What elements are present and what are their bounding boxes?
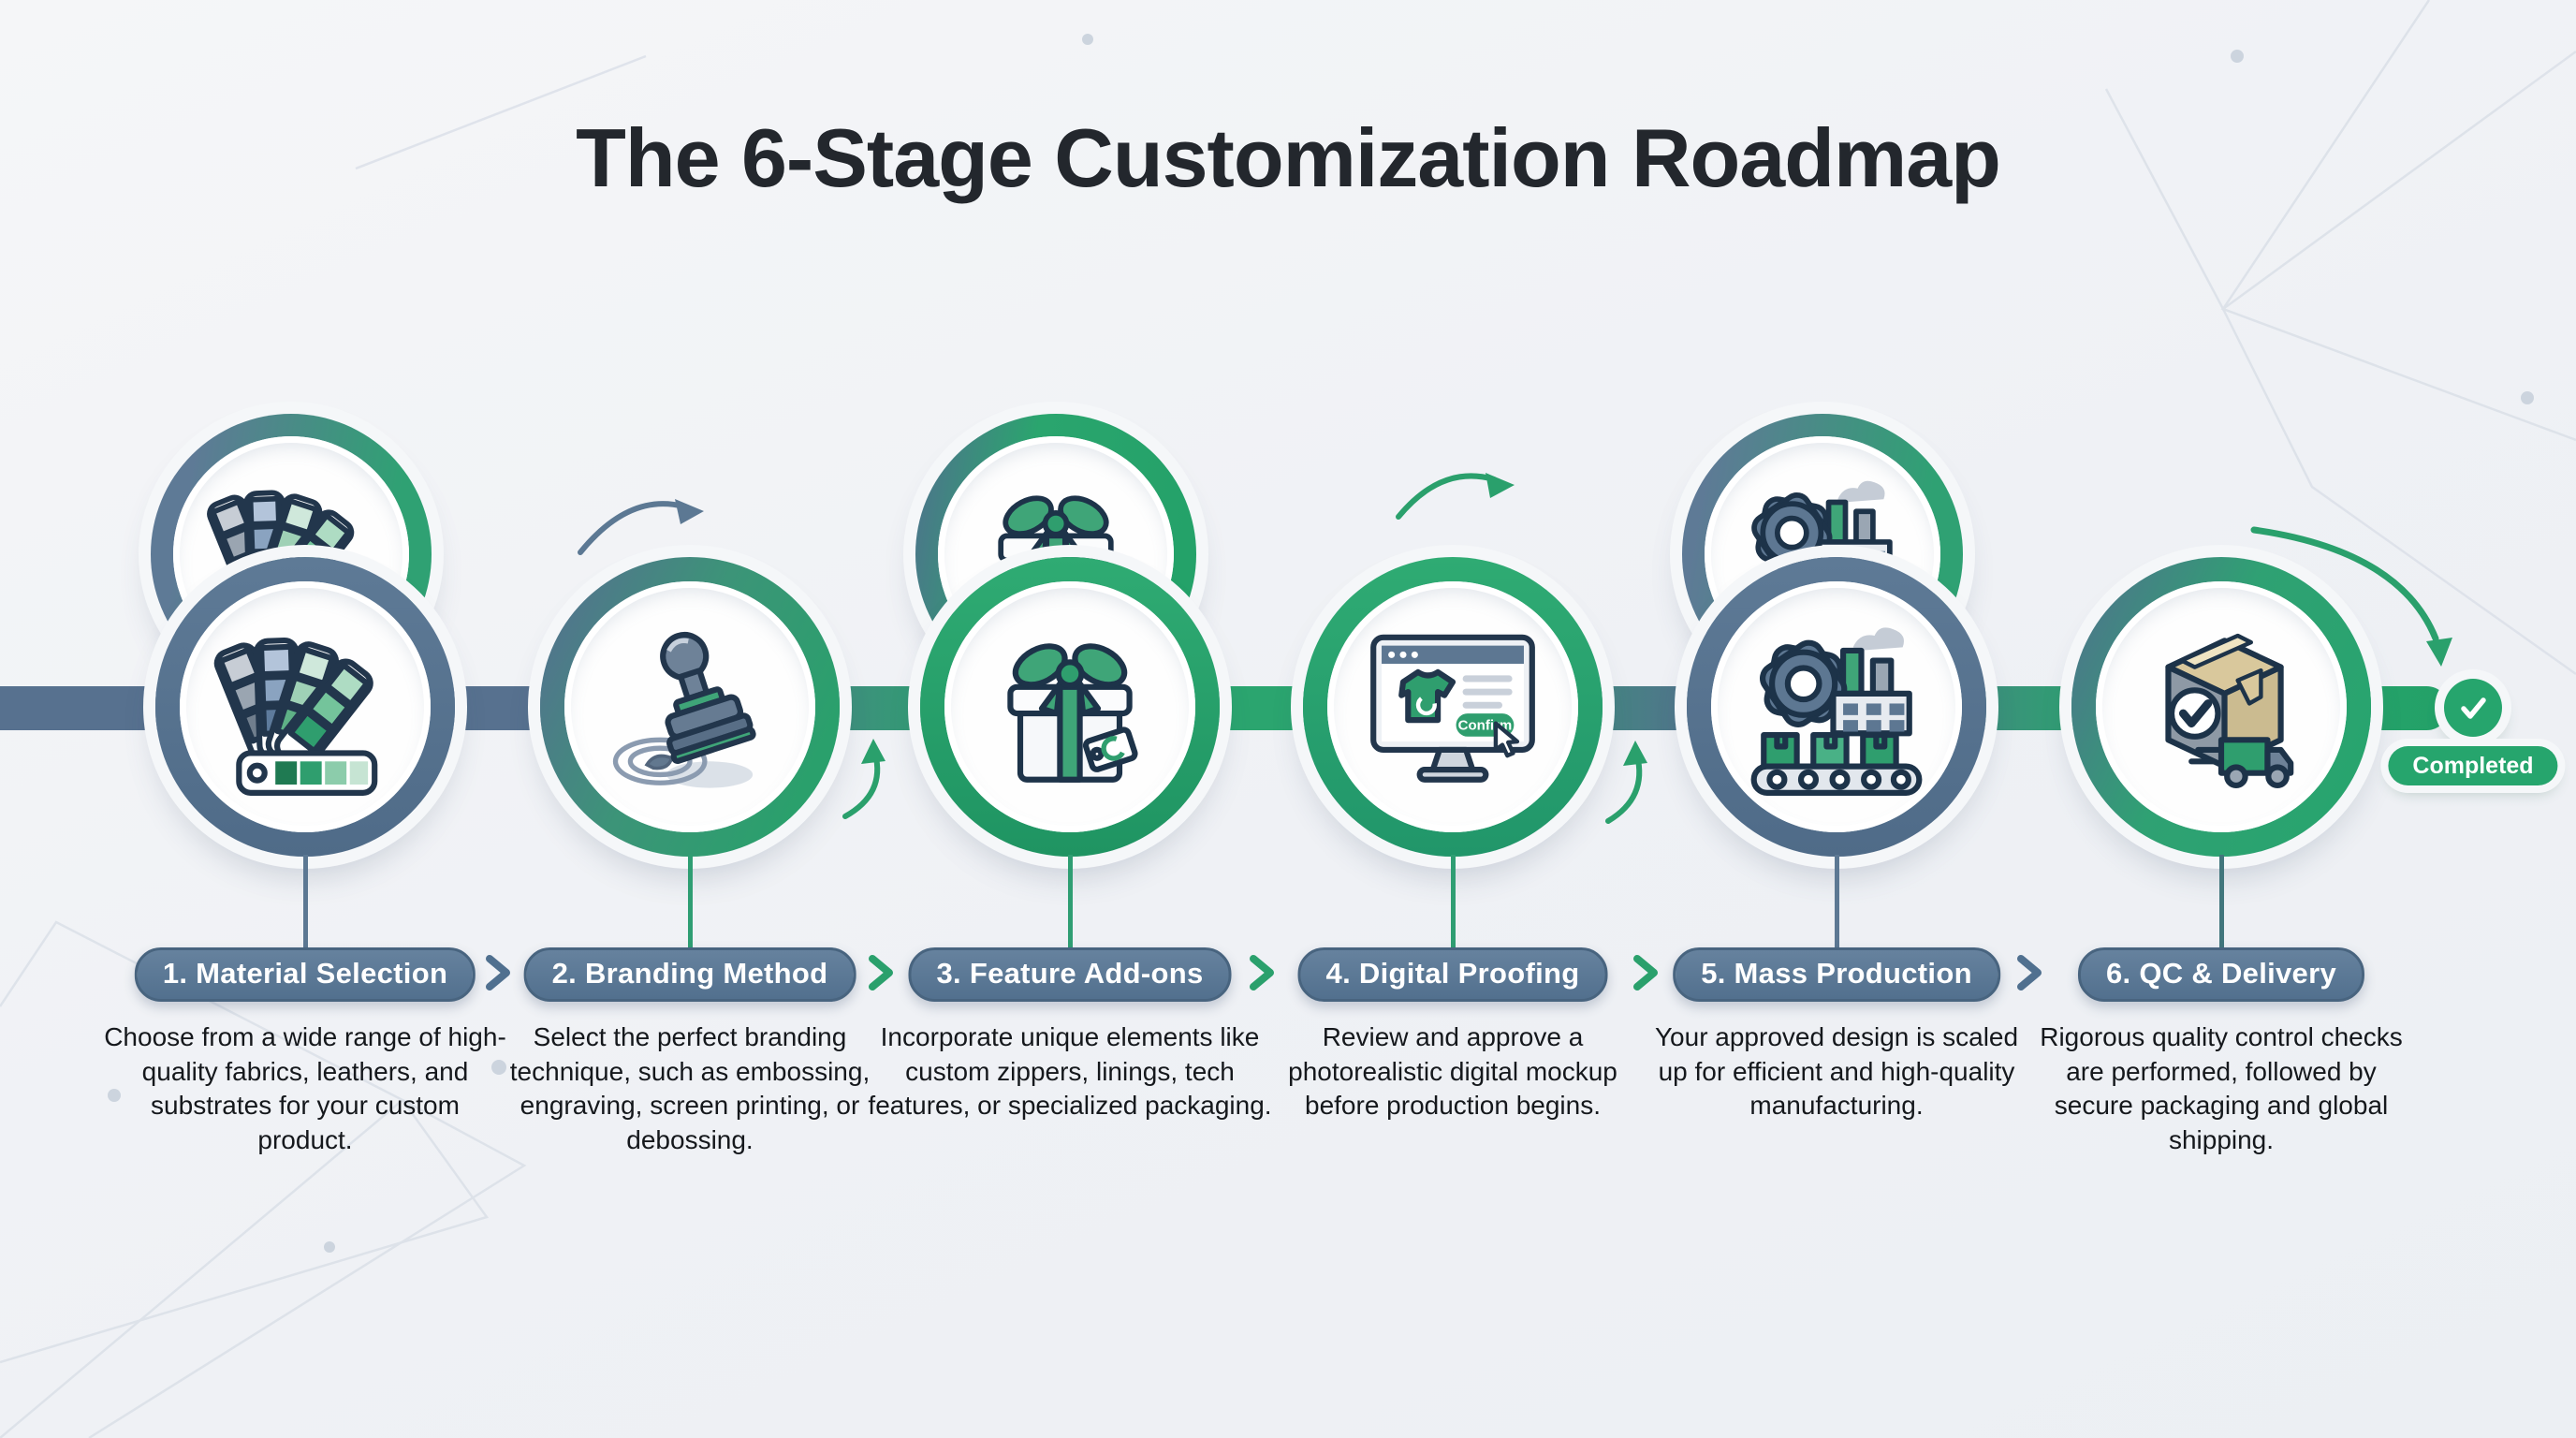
stage-4-description: Review and approve a photorealistic digi…: [1288, 1022, 1617, 1121]
stage-2-circle: [540, 557, 840, 857]
completed-check-icon: [2444, 679, 2502, 737]
chevron-right-icon: [1631, 954, 1661, 996]
chevron-right-icon: [866, 954, 896, 996]
stage-6-description: Rigorous quality control checks are perf…: [2040, 1022, 2403, 1155]
stage-2-label: 2. Branding Method: [551, 957, 828, 990]
stage-6-label-pill: 6. QC & Delivery: [2077, 947, 2365, 1002]
digital-mockup-monitor-icon: Confirm: [1370, 634, 1535, 783]
stage-2-connector-line: [688, 855, 693, 949]
arrowhead: [2426, 638, 2452, 667]
stage-6-connector-line: [2219, 855, 2224, 949]
arrowhead: [675, 499, 704, 524]
curved-arrow-icon: [578, 501, 686, 555]
stage-1-connector-line: [303, 855, 308, 949]
factory-production-icon: [1751, 480, 1893, 581]
stage-3-description: Incorporate unique elements like custom …: [868, 1022, 1272, 1121]
stage-4-circle: Confirm: [1303, 557, 1603, 857]
completed-badge: Completed: [2388, 746, 2558, 785]
curved-arrow-icon: [842, 751, 881, 819]
arrowhead: [1486, 473, 1515, 498]
stage-5-connector-line: [1835, 855, 1839, 949]
stage-6-label: 6. QC & Delivery: [2105, 957, 2337, 990]
page-title: The 6-Stage Customization Roadmap: [576, 111, 2001, 204]
rubber-stamp-icon: [612, 632, 756, 788]
stage-4-connector-line: [1451, 855, 1456, 949]
stage-5-label: 5. Mass Production: [1701, 957, 1972, 990]
stage-2-label-pill: 2. Branding Method: [523, 947, 856, 1002]
color-swatch-fan-icon: [213, 637, 378, 796]
stage-3-label: 3. Feature Add-ons: [936, 957, 1204, 990]
stage-4-label: 4. Digital Proofing: [1325, 957, 1580, 990]
curved-arrow-icon: [1396, 473, 1497, 520]
stage-2-description: Select the perfect branding technique, s…: [509, 1022, 871, 1155]
arrowhead: [1623, 741, 1647, 766]
stage-5-label-pill: 5. Mass Production: [1673, 947, 2000, 1002]
stage-1-description: Choose from a wide range of high-quality…: [104, 1022, 506, 1155]
factory-production-icon: [1750, 627, 1923, 796]
package-check-truck-icon: [2165, 633, 2294, 789]
curved-arrow-icon: [1605, 753, 1643, 824]
stage-5-description: Your approved design is scaled up for ef…: [1654, 1022, 2019, 1121]
stage-4-label-pill: 4. Digital Proofing: [1297, 947, 1608, 1002]
stage-1-label-pill: 1. Material Selection: [134, 947, 476, 1002]
stage-6-circle: [2071, 557, 2371, 857]
stage-3-circle: [920, 557, 1220, 857]
stage-1-circle: [155, 557, 455, 857]
chevron-right-icon: [483, 954, 513, 996]
stage-5-circle: [1687, 557, 1986, 857]
chevron-right-icon: [1247, 954, 1277, 996]
gift-box-icon: [1007, 643, 1138, 783]
stage-3-label-pill: 3. Feature Add-ons: [908, 947, 1232, 1002]
arrowhead: [861, 739, 886, 764]
stage-1-label: 1. Material Selection: [162, 957, 448, 990]
stage-3-connector-line: [1068, 855, 1073, 949]
chevron-right-icon: [2014, 954, 2044, 996]
